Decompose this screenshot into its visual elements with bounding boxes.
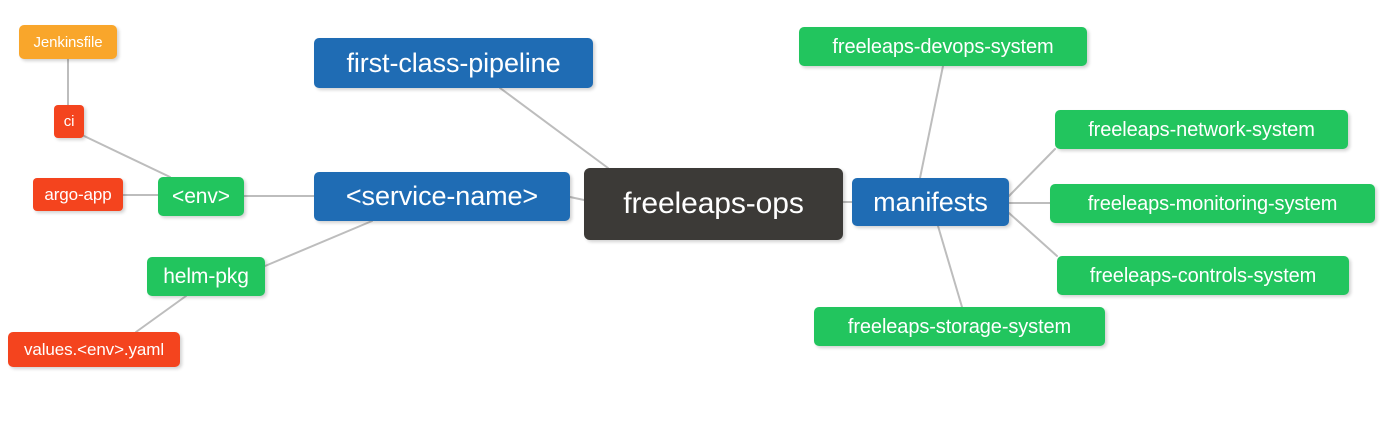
node-label-helm-pkg: helm-pkg [163, 265, 249, 288]
node-label-freeleaps-devops-system: freeleaps-devops-system [832, 35, 1054, 58]
edge-manifests-to-freeleaps-devops-system [919, 65, 944, 179]
node-label-manifests: manifests [873, 186, 988, 217]
node-freeleaps-controls-system[interactable]: freeleaps-controls-system [1057, 256, 1349, 295]
node-helm-pkg[interactable]: helm-pkg [147, 257, 265, 296]
node-argo-app[interactable]: argo-app [33, 178, 123, 211]
node-freeleaps-network-system[interactable]: freeleaps-network-system [1055, 110, 1348, 149]
node-freeleaps-devops-system[interactable]: freeleaps-devops-system [799, 27, 1087, 66]
node-freeleaps-ops[interactable]: freeleaps-ops [584, 168, 843, 240]
edge-service-name-to-freeleaps-ops [569, 196, 585, 201]
edge-manifests-to-freeleaps-storage-system [937, 225, 963, 308]
node-env[interactable]: <env> [158, 177, 244, 216]
node-jenkinsfile[interactable]: Jenkinsfile [19, 25, 117, 59]
edge-values-env-yaml-to-helm-pkg [135, 295, 187, 333]
node-label-freeleaps-storage-system: freeleaps-storage-system [847, 315, 1072, 338]
edge-helm-pkg-to-service-name [264, 220, 373, 267]
node-values-env-yaml[interactable]: values.<env>.yaml [8, 332, 180, 367]
node-label-freeleaps-ops: freeleaps-ops [623, 187, 804, 220]
node-label-ci: ci [63, 113, 75, 130]
node-label-argo-app: argo-app [44, 185, 112, 204]
node-freeleaps-monitoring-system[interactable]: freeleaps-monitoring-system [1050, 184, 1375, 223]
node-service-name[interactable]: <service-name> [314, 172, 570, 221]
node-label-env: <env> [172, 185, 230, 208]
node-first-class-pipeline[interactable]: first-class-pipeline [314, 38, 593, 88]
edge-ci-to-env [81, 134, 171, 178]
node-label-first-class-pipeline: first-class-pipeline [346, 47, 561, 78]
node-label-service-name: <service-name> [345, 181, 539, 211]
node-label-freeleaps-controls-system: freeleaps-controls-system [1089, 264, 1317, 287]
edge-first-class-pipeline-to-freeleaps-ops [499, 87, 609, 169]
edge-manifests-to-freeleaps-network-system [1008, 148, 1056, 197]
node-freeleaps-storage-system[interactable]: freeleaps-storage-system [814, 307, 1105, 346]
node-label-values-env-yaml: values.<env>.yaml [23, 340, 165, 359]
node-label-jenkinsfile: Jenkinsfile [33, 33, 103, 51]
node-label-freeleaps-network-system: freeleaps-network-system [1088, 118, 1315, 141]
node-ci[interactable]: ci [54, 105, 84, 138]
node-label-freeleaps-monitoring-system: freeleaps-monitoring-system [1087, 192, 1338, 215]
node-manifests[interactable]: manifests [852, 178, 1009, 226]
